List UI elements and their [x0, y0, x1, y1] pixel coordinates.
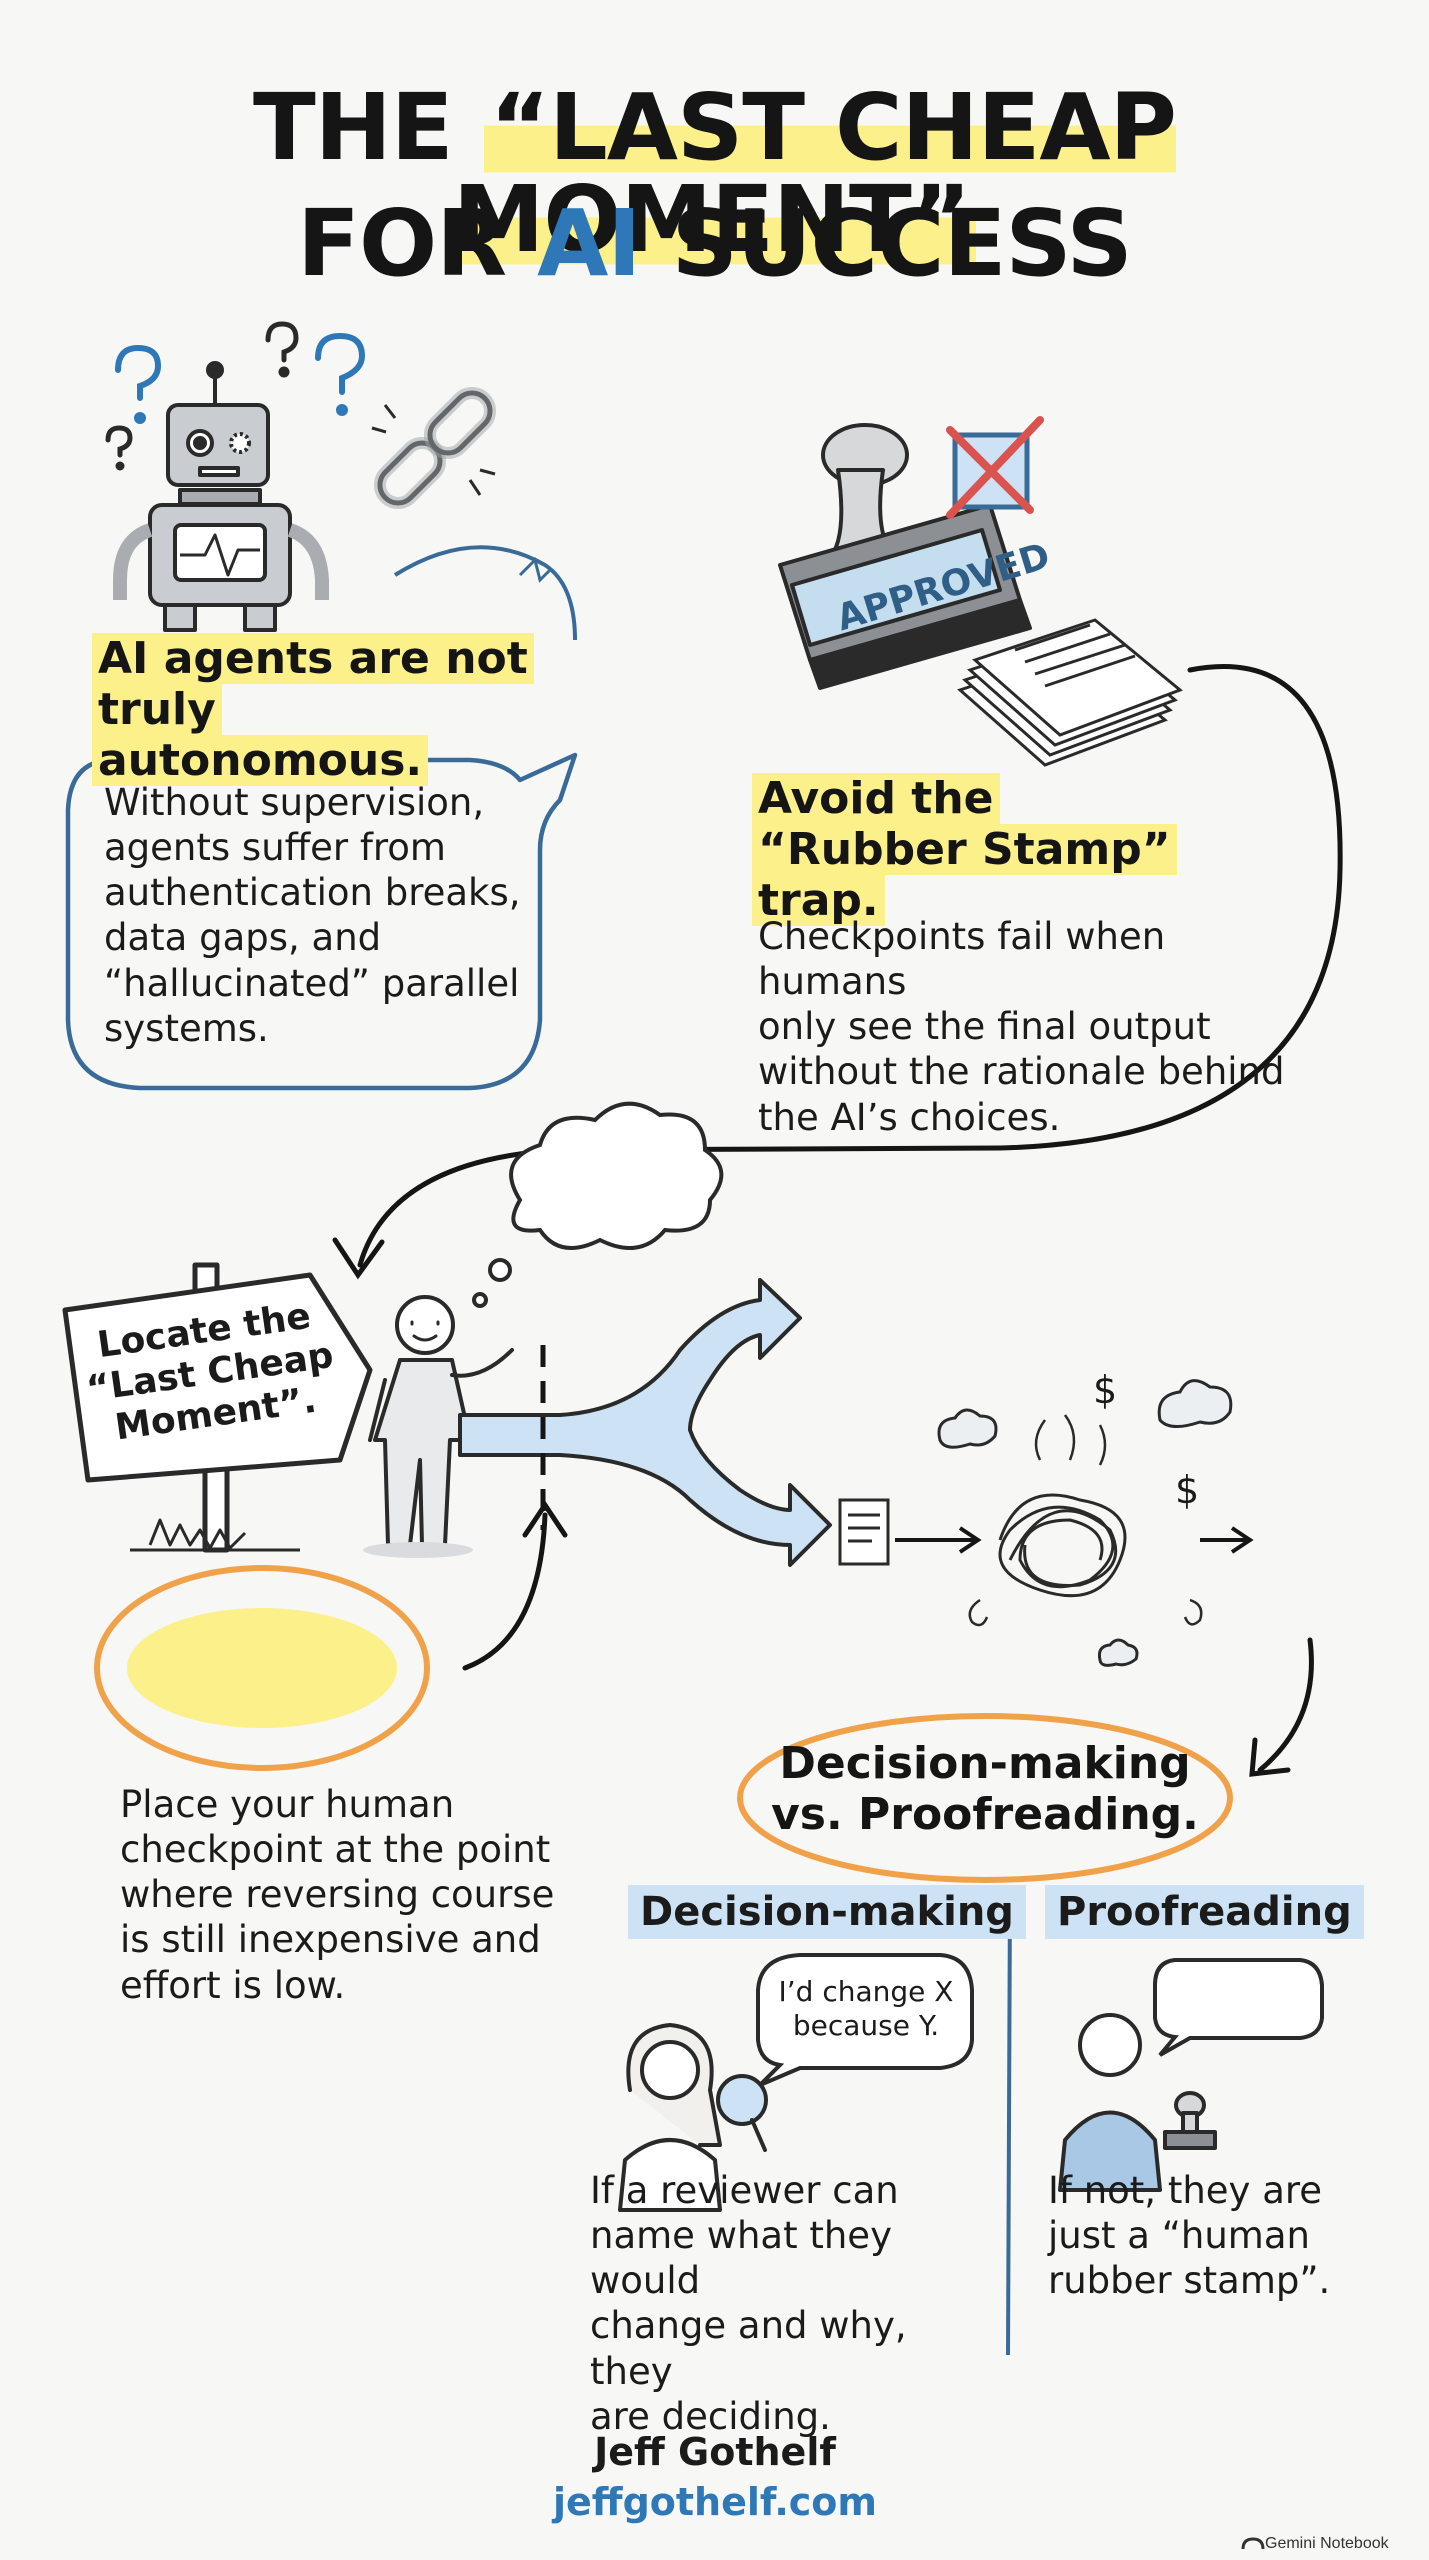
- author-website[interactable]: jeffgothelf.com: [552, 2480, 878, 2524]
- title-highlight: “LAST CHEAP MOMENT”: [452, 74, 1177, 273]
- title-suffix: SUCCESS: [640, 190, 1133, 297]
- broken-chain-icon: [371, 386, 497, 510]
- author-name: Jeff Gothelf: [594, 2430, 836, 2474]
- arrow-head: [1249, 1737, 1291, 1777]
- autonomy-heading: AI agents are not truly autonomous.: [92, 633, 552, 787]
- heading-oval: [737, 1713, 1233, 1883]
- flow-arrow: [462, 1512, 548, 1671]
- decision-heading: Decision-making vs. Proofreading.: [771, 1738, 1199, 1841]
- rubber-stamp-body: Checkpoints fail when humans only see th…: [758, 915, 1285, 1139]
- watermark: Gemini Notebook: [1265, 2535, 1389, 2552]
- proofreading-label: Proofreading: [1045, 1885, 1364, 1939]
- flow-arrow: [1257, 1637, 1314, 1773]
- decision-bubble-text: I’d change X because Y.: [778, 1975, 954, 2042]
- locate-body: Place your human checkpoint at the point…: [120, 1783, 555, 2007]
- document-stack-icon: [957, 618, 1183, 767]
- document-icon: [838, 1498, 890, 1566]
- proofreader-person-icon: [1058, 2013, 1217, 2192]
- broken-link-scribble: [518, 557, 552, 583]
- rubber-stamp-heading: Avoid the “Rubber Stamp” trap.: [752, 773, 1177, 927]
- question-mark-icon: [115, 332, 366, 424]
- rubber-stamp-icon: [778, 423, 1032, 690]
- gemini-logo-icon: [1241, 2537, 1265, 2550]
- title-prefix: THE: [253, 74, 484, 181]
- autonomy-heading-text: AI agents are not truly autonomous.: [92, 633, 534, 787]
- person-icon: [363, 1295, 514, 1558]
- column-divider: [1006, 1889, 1012, 2356]
- flow-arrow: [895, 1526, 982, 1554]
- page-title-line2: FOR AI SUCCESS: [0, 198, 1429, 290]
- speech-bubble-outline: [65, 752, 578, 1091]
- autonomy-body: Without supervision, agents suffer from …: [104, 781, 521, 1050]
- decision-speech-bubble: [756, 1953, 974, 2087]
- decision-body: If a reviewer can name what they would c…: [590, 2169, 907, 2438]
- forked-path-icon: [458, 1278, 832, 1567]
- arrow-head: [522, 1500, 568, 1538]
- rubber-stamp-heading-text: Avoid the “Rubber Stamp” trap.: [752, 773, 1177, 927]
- flow-arrow: [357, 664, 1343, 1268]
- thought-bubble-icon: [472, 1101, 724, 1308]
- robot-icon: [113, 361, 329, 632]
- arrow-head: [332, 1237, 385, 1280]
- flow-arrow: [1200, 1526, 1254, 1554]
- rejected-checkbox-icon: [946, 416, 1044, 519]
- connector-line: [393, 545, 577, 641]
- empty-speech-bubble: [1153, 1958, 1324, 2057]
- page-title-line1: THE “LAST CHEAP MOMENT”: [0, 74, 1429, 273]
- money-symbol: $: [1093, 1368, 1118, 1412]
- decision-label: Decision-making: [628, 1885, 1026, 1939]
- highlight-oval: [94, 1565, 430, 1771]
- smoke-cloud-icon: [937, 1379, 1233, 1667]
- proofreading-body: If not, they are just a “human rubber st…: [1048, 2169, 1331, 2303]
- highlight-fill: [127, 1608, 397, 1728]
- tangled-mess-icon: [968, 1414, 1203, 1627]
- signpost-icon: [62, 1262, 373, 1553]
- money-symbol-2: $: [1175, 1468, 1200, 1512]
- title-prefix-2: FOR: [297, 190, 538, 297]
- reviewer-person-icon: [618, 2023, 768, 2212]
- question-mark-icon: [105, 321, 299, 471]
- title-accent: AI: [537, 190, 641, 297]
